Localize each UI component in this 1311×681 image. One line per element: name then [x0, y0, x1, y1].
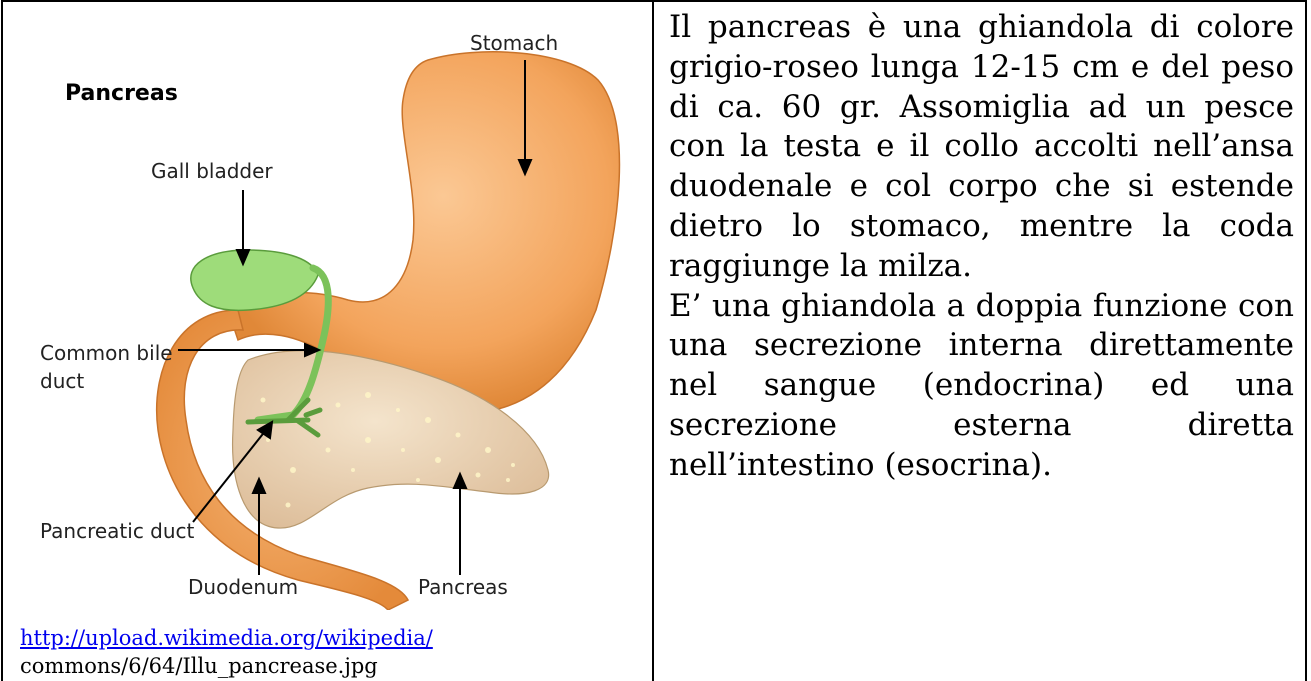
label-pancreatic-duct: Pancreatic duct: [40, 519, 195, 543]
image-caption: http://upload.wikimedia.org/wikipedia/ c…: [20, 624, 640, 680]
label-duodenum: Duodenum: [188, 575, 298, 599]
label-stomach: Stomach: [470, 31, 558, 55]
paragraph-1: Il pancreas è una ghiandola di colore gr…: [669, 8, 1294, 287]
label-common-bile-1: Common bile: [40, 341, 173, 365]
label-pancreas: Pancreas: [418, 575, 508, 599]
label-common-bile-2: duct: [40, 369, 84, 393]
pancreas-illustration: Pancreas Stomach Gall bladder Common bil…: [8, 10, 634, 610]
figure-title: Pancreas: [65, 81, 178, 106]
description-text: Il pancreas è una ghiandola di colore gr…: [669, 8, 1294, 486]
label-gall-bladder: Gall bladder: [151, 159, 273, 183]
source-link[interactable]: http://upload.wikimedia.org/wikipedia/: [20, 626, 433, 650]
column-divider: [652, 0, 654, 681]
source-link-rest: commons/6/64/Illu_pancrease.jpg: [20, 654, 378, 678]
paragraph-2: E’ una ghiandola a doppia funzione con u…: [669, 287, 1294, 486]
